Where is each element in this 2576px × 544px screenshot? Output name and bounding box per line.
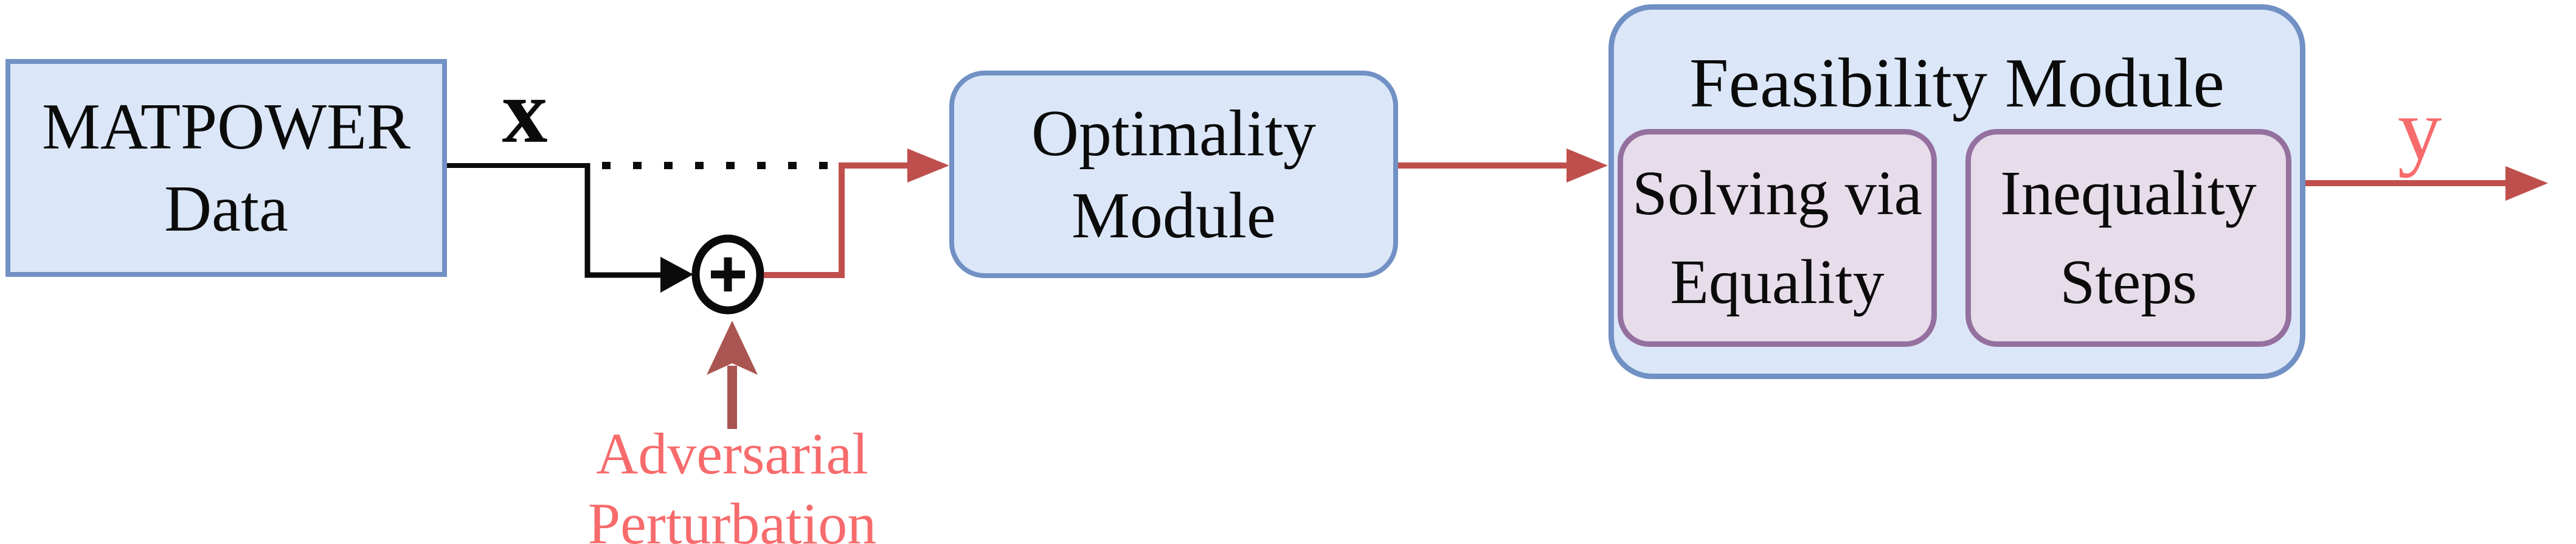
arrowhead-into-sum-icon bbox=[660, 257, 693, 293]
arrowhead-into-optimality-icon bbox=[907, 148, 949, 183]
optimality-module-box: Optimality Module bbox=[949, 71, 1398, 278]
matpower-data-box: MATPOWER Data bbox=[5, 59, 447, 277]
feasibility-module-box: Feasibility Module Solving via Equality … bbox=[1608, 4, 2305, 379]
optimality-label-line2: Module bbox=[1072, 179, 1276, 252]
inequality-label-line2: Steps bbox=[2060, 247, 2197, 317]
inequality-label-line1: Inequality bbox=[2000, 158, 2257, 229]
y-signal-label: y bbox=[2397, 81, 2442, 178]
equality-label-line1: Solving via bbox=[1632, 158, 1922, 229]
wire-branch-to-sum bbox=[584, 163, 664, 278]
adversarial-arrow-icon bbox=[707, 321, 758, 429]
equality-label-line2: Equality bbox=[1670, 247, 1885, 317]
arrowhead-into-feasibility-icon bbox=[1567, 148, 1608, 183]
arrowhead-output-icon bbox=[2505, 166, 2548, 201]
adversarial-perturbation-label: Adversarial Perturbation bbox=[580, 419, 884, 544]
matpower-data-label-line2: Data bbox=[164, 173, 288, 245]
plus-icon bbox=[711, 257, 745, 291]
inequality-steps-box: Inequality Steps bbox=[1965, 129, 2291, 347]
solving-via-equality-box: Solving via Equality bbox=[1618, 129, 1937, 347]
adversarial-label-line1: Adversarial bbox=[596, 421, 868, 486]
x-signal-label: x bbox=[502, 61, 548, 162]
feasibility-module-title: Feasibility Module bbox=[1689, 44, 2225, 122]
wire-sum-to-optimality bbox=[764, 162, 909, 278]
matpower-data-label-line1: MATPOWER bbox=[41, 91, 411, 163]
adversarial-label-line2: Perturbation bbox=[587, 491, 877, 544]
optimality-label-line1: Optimality bbox=[1031, 97, 1316, 170]
